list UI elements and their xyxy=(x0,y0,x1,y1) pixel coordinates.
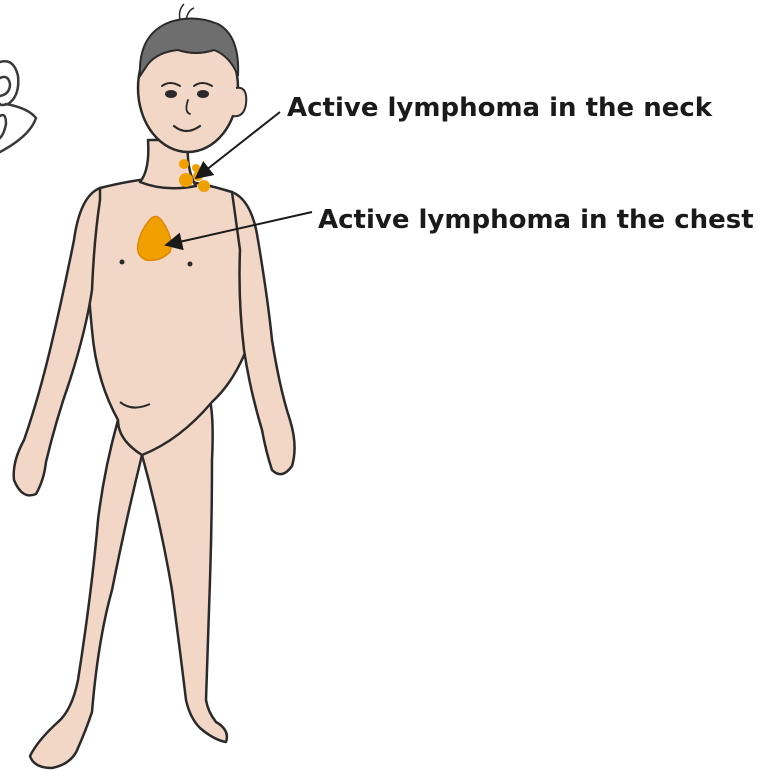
right-arm xyxy=(232,192,295,474)
cup-illustration xyxy=(0,61,36,152)
right-eye xyxy=(197,90,209,98)
right-leg xyxy=(142,400,227,742)
right-nipple xyxy=(188,262,193,267)
neck-callout-label: Active lymphoma in the neck xyxy=(287,95,712,121)
left-leg xyxy=(30,420,142,768)
left-nipple xyxy=(120,260,125,265)
left-arm xyxy=(14,188,100,495)
left-eye xyxy=(165,90,177,98)
torso xyxy=(88,178,253,455)
human-body-illustration xyxy=(14,4,295,768)
chest-callout-label: Active lymphoma in the chest xyxy=(318,207,754,233)
